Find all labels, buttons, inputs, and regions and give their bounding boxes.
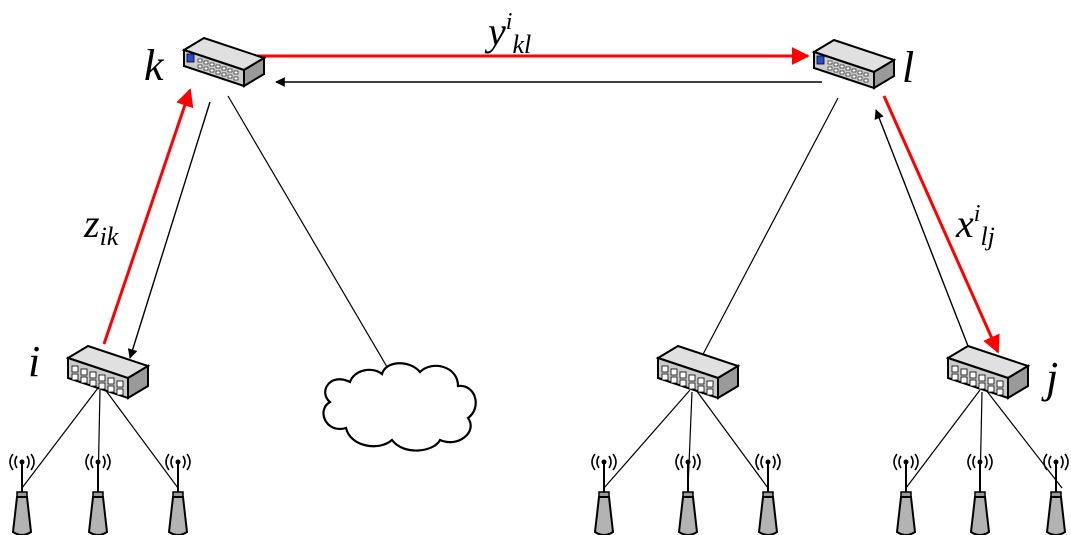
antenna-icon [1043, 453, 1069, 535]
router-k [183, 37, 265, 87]
link-m-antenna-1 [603, 389, 691, 489]
switch-middle [657, 345, 739, 399]
edge-label-base: x [956, 201, 974, 246]
link-i-antenna-3 [103, 387, 179, 489]
edge-label-sub: lj [980, 222, 995, 251]
edge-label-sup: i [973, 201, 981, 227]
link-i-antenna-1 [21, 387, 99, 489]
switch-i [67, 345, 149, 399]
link-m-antenna-3 [695, 389, 769, 489]
node-label-l: l [902, 43, 915, 92]
antenna-icon [675, 453, 701, 535]
highlight-path [102, 47, 1000, 354]
edge-label-sub: kl [512, 30, 532, 59]
arrow-l-to-j [882, 95, 1000, 354]
antenna-icon [85, 453, 111, 535]
edge-label-sup: i [505, 9, 513, 35]
return-arrows [127, 77, 969, 359]
edge-label-sub: ik [99, 222, 119, 251]
thin-links [21, 95, 1063, 489]
node-label-i: i [28, 337, 41, 386]
link-l-middle-switch [699, 97, 839, 361]
switch-j [947, 345, 1029, 399]
router-l [813, 39, 895, 89]
link-j-antenna-1 [905, 389, 981, 489]
link-k-cloud [227, 95, 391, 373]
edge-label-base: z [84, 201, 100, 246]
antenna-icon [165, 453, 191, 535]
edge-label-base: y [488, 9, 506, 54]
cloud-icon [322, 362, 477, 452]
arrow-k-to-i [127, 101, 211, 359]
antenna-icon [9, 453, 35, 535]
antenna-icon [893, 453, 919, 535]
arrow-i-to-k [102, 88, 194, 345]
antenna-icon [591, 453, 617, 535]
edge-label-z-ik: zik [84, 201, 118, 250]
antenna-icon [755, 453, 781, 535]
antenna-icon [967, 453, 993, 535]
node-label-k: k [144, 41, 164, 90]
edge-label-y-kl: yikl [488, 9, 531, 58]
arrow-j-to-l [874, 109, 969, 347]
edge-label-x-lj: xilj [956, 201, 995, 250]
node-label-j: j [1046, 353, 1059, 402]
link-j-antenna-3 [985, 389, 1063, 489]
